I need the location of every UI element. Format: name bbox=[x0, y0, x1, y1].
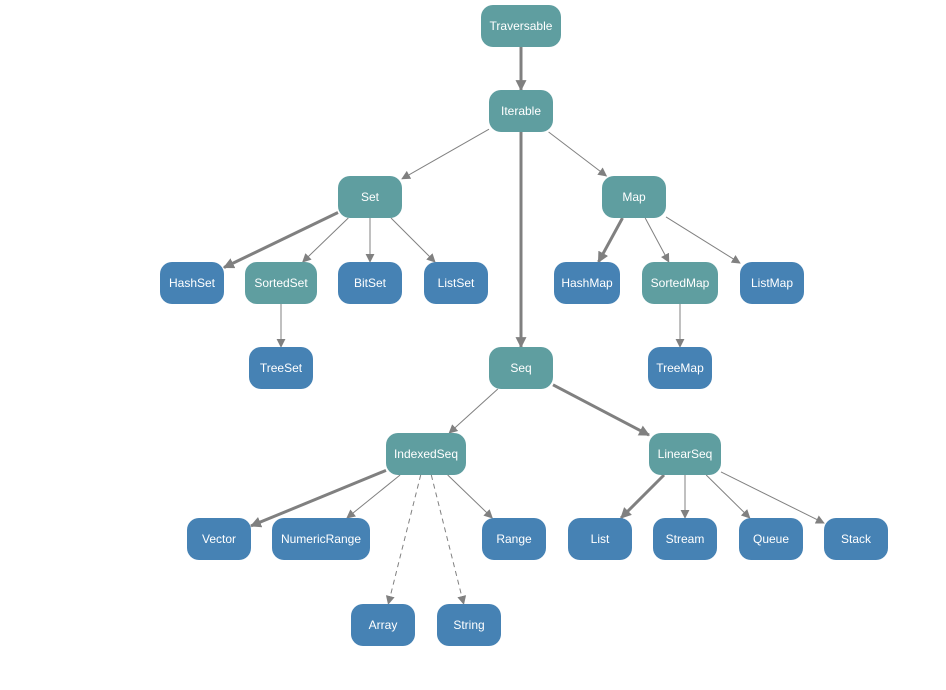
node-label: NumericRange bbox=[280, 532, 362, 546]
node-bitset: BitSet bbox=[338, 262, 402, 304]
edge-seq-to-linearseq bbox=[552, 383, 650, 437]
node-label: TreeSet bbox=[259, 361, 303, 375]
node-label: Stack bbox=[840, 532, 871, 546]
node-label: IndexedSeq bbox=[393, 447, 459, 461]
node-label: BitSet bbox=[353, 276, 386, 290]
node-linearseq: LinearSeq bbox=[649, 433, 721, 475]
node-seq: Seq bbox=[489, 347, 553, 389]
node-traversable: Traversable bbox=[481, 5, 561, 47]
edge-indexedseq-to-array bbox=[385, 474, 422, 605]
node-map: Map bbox=[602, 176, 666, 218]
edge-map-to-hashmap bbox=[597, 217, 624, 263]
node-hashmap: HashMap bbox=[554, 262, 620, 304]
edge-linearseq-to-stack bbox=[720, 471, 825, 524]
edge-indexedseq-to-string bbox=[430, 474, 467, 605]
node-label: List bbox=[590, 532, 610, 546]
node-label: LinearSeq bbox=[657, 447, 713, 461]
node-iterable: Iterable bbox=[489, 90, 553, 132]
edge-linearseq-to-list bbox=[619, 473, 666, 520]
node-label: Array bbox=[368, 618, 398, 632]
node-indexedseq: IndexedSeq bbox=[386, 433, 466, 475]
node-hashset: HashSet bbox=[160, 262, 224, 304]
node-array: Array bbox=[351, 604, 415, 646]
edge-indexedseq-to-vector bbox=[249, 469, 387, 528]
node-listmap: ListMap bbox=[740, 262, 804, 304]
node-vector: Vector bbox=[187, 518, 251, 560]
node-label: Set bbox=[360, 190, 379, 204]
node-label: ListSet bbox=[437, 276, 475, 290]
node-set: Set bbox=[338, 176, 402, 218]
edge-linearseq-to-queue bbox=[705, 474, 751, 519]
edge-set-to-hashset bbox=[223, 211, 339, 269]
edge-iterable-to-set bbox=[401, 128, 490, 180]
node-label: Vector bbox=[201, 532, 237, 546]
edge-map-to-sortedmap bbox=[644, 217, 670, 263]
node-range: Range bbox=[482, 518, 546, 560]
node-label: Range bbox=[496, 532, 532, 546]
node-label: Queue bbox=[752, 532, 790, 546]
node-listset: ListSet bbox=[424, 262, 488, 304]
node-string: String bbox=[437, 604, 501, 646]
node-label: SortedSet bbox=[254, 276, 308, 290]
edge-set-to-sortedset bbox=[302, 217, 349, 263]
node-label: String bbox=[453, 618, 485, 632]
node-queue: Queue bbox=[739, 518, 803, 560]
node-stack: Stack bbox=[824, 518, 888, 560]
node-label: Stream bbox=[665, 532, 705, 546]
node-numericrange: NumericRange bbox=[272, 518, 370, 560]
node-label: Map bbox=[622, 190, 646, 204]
node-label: TreeMap bbox=[656, 361, 704, 375]
node-label: ListMap bbox=[750, 276, 794, 290]
edge-map-to-listmap bbox=[665, 216, 741, 264]
node-stream: Stream bbox=[653, 518, 717, 560]
node-treeset: TreeSet bbox=[249, 347, 313, 389]
edge-seq-to-indexedseq bbox=[448, 388, 499, 434]
edge-indexedseq-to-range bbox=[447, 474, 493, 519]
node-label: Seq bbox=[510, 361, 532, 375]
node-sortedmap: SortedMap bbox=[642, 262, 718, 304]
node-list: List bbox=[568, 518, 632, 560]
node-treemap: TreeMap bbox=[648, 347, 712, 389]
node-label: Traversable bbox=[489, 19, 553, 33]
edge-indexedseq-to-numericrange bbox=[346, 474, 401, 519]
edge-set-to-listset bbox=[390, 217, 436, 263]
node-label: HashSet bbox=[168, 276, 216, 290]
node-label: HashMap bbox=[561, 276, 613, 290]
edge-iterable-to-map bbox=[548, 131, 608, 177]
node-label: SortedMap bbox=[650, 276, 710, 290]
node-sortedset: SortedSet bbox=[245, 262, 317, 304]
node-label: Iterable bbox=[500, 104, 542, 118]
